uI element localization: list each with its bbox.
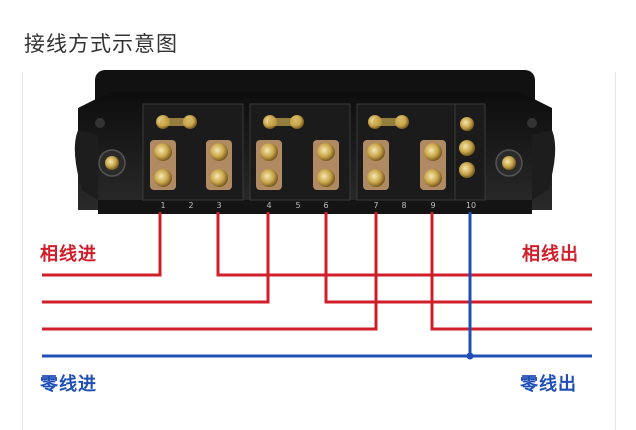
page-title: 接线方式示意图 [24, 32, 178, 56]
phase-wire-1-in [42, 212, 162, 277]
terminal-number: 9 [430, 201, 435, 210]
phase-wire-2-out [324, 212, 592, 304]
phase-wire-2-in [42, 212, 270, 304]
terminal-number: 3 [216, 201, 221, 210]
terminal-number-labels: 1 2 3 4 5 6 7 8 9 10 [160, 201, 476, 210]
right-frame-divider [615, 72, 616, 430]
phase-wires [42, 212, 592, 331]
terminal-number: 8 [401, 201, 406, 210]
left-frame-divider [22, 72, 23, 430]
terminal-screws [150, 115, 475, 190]
terminal-number: 1 [160, 201, 165, 210]
terminal-screw-icon [420, 140, 446, 190]
terminal-number: 4 [266, 201, 271, 210]
terminal-number: 7 [373, 201, 378, 210]
terminal-screw-icon [313, 140, 339, 190]
neutral-in-label: 零线进 [40, 374, 97, 395]
terminal-number: 10 [466, 201, 476, 210]
terminal-number: 6 [323, 201, 328, 210]
terminal-screw-icon [256, 140, 282, 190]
terminal-screw-icon [150, 140, 176, 190]
terminal-number: 2 [188, 201, 193, 210]
phase-wire-3-in [42, 212, 378, 331]
neutral-out-label: 零线出 [520, 374, 577, 395]
phase-in-label: 相线进 [40, 244, 97, 265]
terminal-number: 5 [295, 201, 300, 210]
neutral-junction-dot [466, 352, 474, 360]
neutral-wires [42, 212, 592, 360]
terminal-screw-icon [206, 140, 232, 190]
phase-wire-3-out [430, 212, 592, 331]
phase-out-label: 相线出 [522, 244, 579, 265]
terminal-screw-icon [363, 140, 389, 190]
terminal-screw-icon [459, 140, 475, 178]
phase-wire-1-out [216, 212, 592, 277]
